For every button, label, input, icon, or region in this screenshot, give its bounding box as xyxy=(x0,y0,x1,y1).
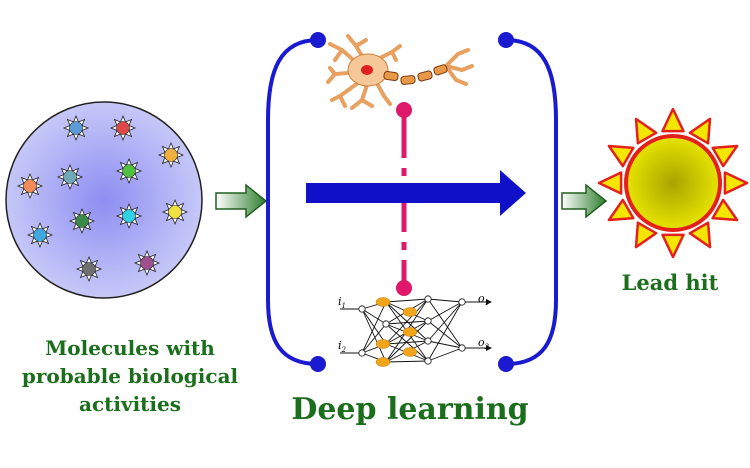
deep-learning-caption: Deep learning xyxy=(291,392,529,427)
weight-node xyxy=(375,297,391,307)
molecules-caption: Molecules with probable biological activ… xyxy=(21,336,239,416)
star-molecule-icon xyxy=(115,202,143,230)
weight-node xyxy=(375,357,391,367)
weight-node xyxy=(402,327,418,337)
star-molecule-icon xyxy=(75,255,103,283)
nn-node xyxy=(458,298,466,306)
sun-ray xyxy=(688,117,712,145)
molecule-pool xyxy=(5,101,203,299)
sun-ray xyxy=(607,198,635,222)
sun-core xyxy=(624,134,722,232)
neuron-icon xyxy=(326,34,474,110)
star-molecule-icon xyxy=(56,163,84,191)
star-molecule-icon xyxy=(26,221,54,249)
molecule-pool-circle xyxy=(5,101,203,299)
star-molecule-icon xyxy=(133,249,161,277)
input-label-1: i1 xyxy=(338,295,346,310)
nn-node xyxy=(358,305,366,313)
nn-node xyxy=(424,317,432,325)
star-molecule-icon xyxy=(109,114,137,142)
output-label-2: o2 xyxy=(478,336,490,351)
nn-node xyxy=(358,349,366,357)
nn-node xyxy=(424,337,432,345)
bracket-end-dot xyxy=(498,356,514,372)
molecule-stars xyxy=(16,114,189,283)
star-molecule-icon xyxy=(62,114,90,142)
sun-ray xyxy=(723,171,749,195)
deep-learning-arrow-icon xyxy=(306,170,526,216)
star-molecule-icon xyxy=(16,172,44,200)
right-bracket xyxy=(505,38,558,366)
sun-ray xyxy=(597,171,623,195)
star-molecule-icon xyxy=(68,207,96,235)
neural-network-icon xyxy=(340,295,492,367)
nn-node xyxy=(424,295,432,303)
weight-node xyxy=(402,347,418,357)
output-label-1: o1 xyxy=(478,292,489,307)
star-molecule-icon xyxy=(161,198,189,226)
input-label-2: i2 xyxy=(338,339,347,354)
bracket-end-dot xyxy=(310,356,326,372)
lead-hit-caption: Lead hit xyxy=(621,270,719,295)
sun-ray xyxy=(661,233,685,259)
nn-node xyxy=(458,344,466,352)
weight-node xyxy=(402,307,418,317)
sun-ray xyxy=(711,144,739,168)
star-molecule-icon xyxy=(115,157,143,185)
small-arrow-right-icon xyxy=(561,183,608,219)
nn-node xyxy=(424,357,432,365)
star-molecule-icon xyxy=(157,141,185,169)
weight-node xyxy=(375,339,391,349)
bracket-end-dot xyxy=(498,32,514,48)
small-arrow-left-icon xyxy=(215,183,268,219)
bracket-end-dot xyxy=(310,32,326,48)
sun-ray xyxy=(634,221,658,249)
lead-hit-sun-icon xyxy=(597,107,749,259)
sun-ray xyxy=(711,198,739,222)
sun-ray xyxy=(688,221,712,249)
nn-node xyxy=(382,320,390,328)
sun-ray xyxy=(634,117,658,145)
left-bracket xyxy=(266,38,319,366)
deep-learning-brackets xyxy=(266,38,558,366)
sun-ray xyxy=(661,107,685,133)
sun-ray xyxy=(607,144,635,168)
